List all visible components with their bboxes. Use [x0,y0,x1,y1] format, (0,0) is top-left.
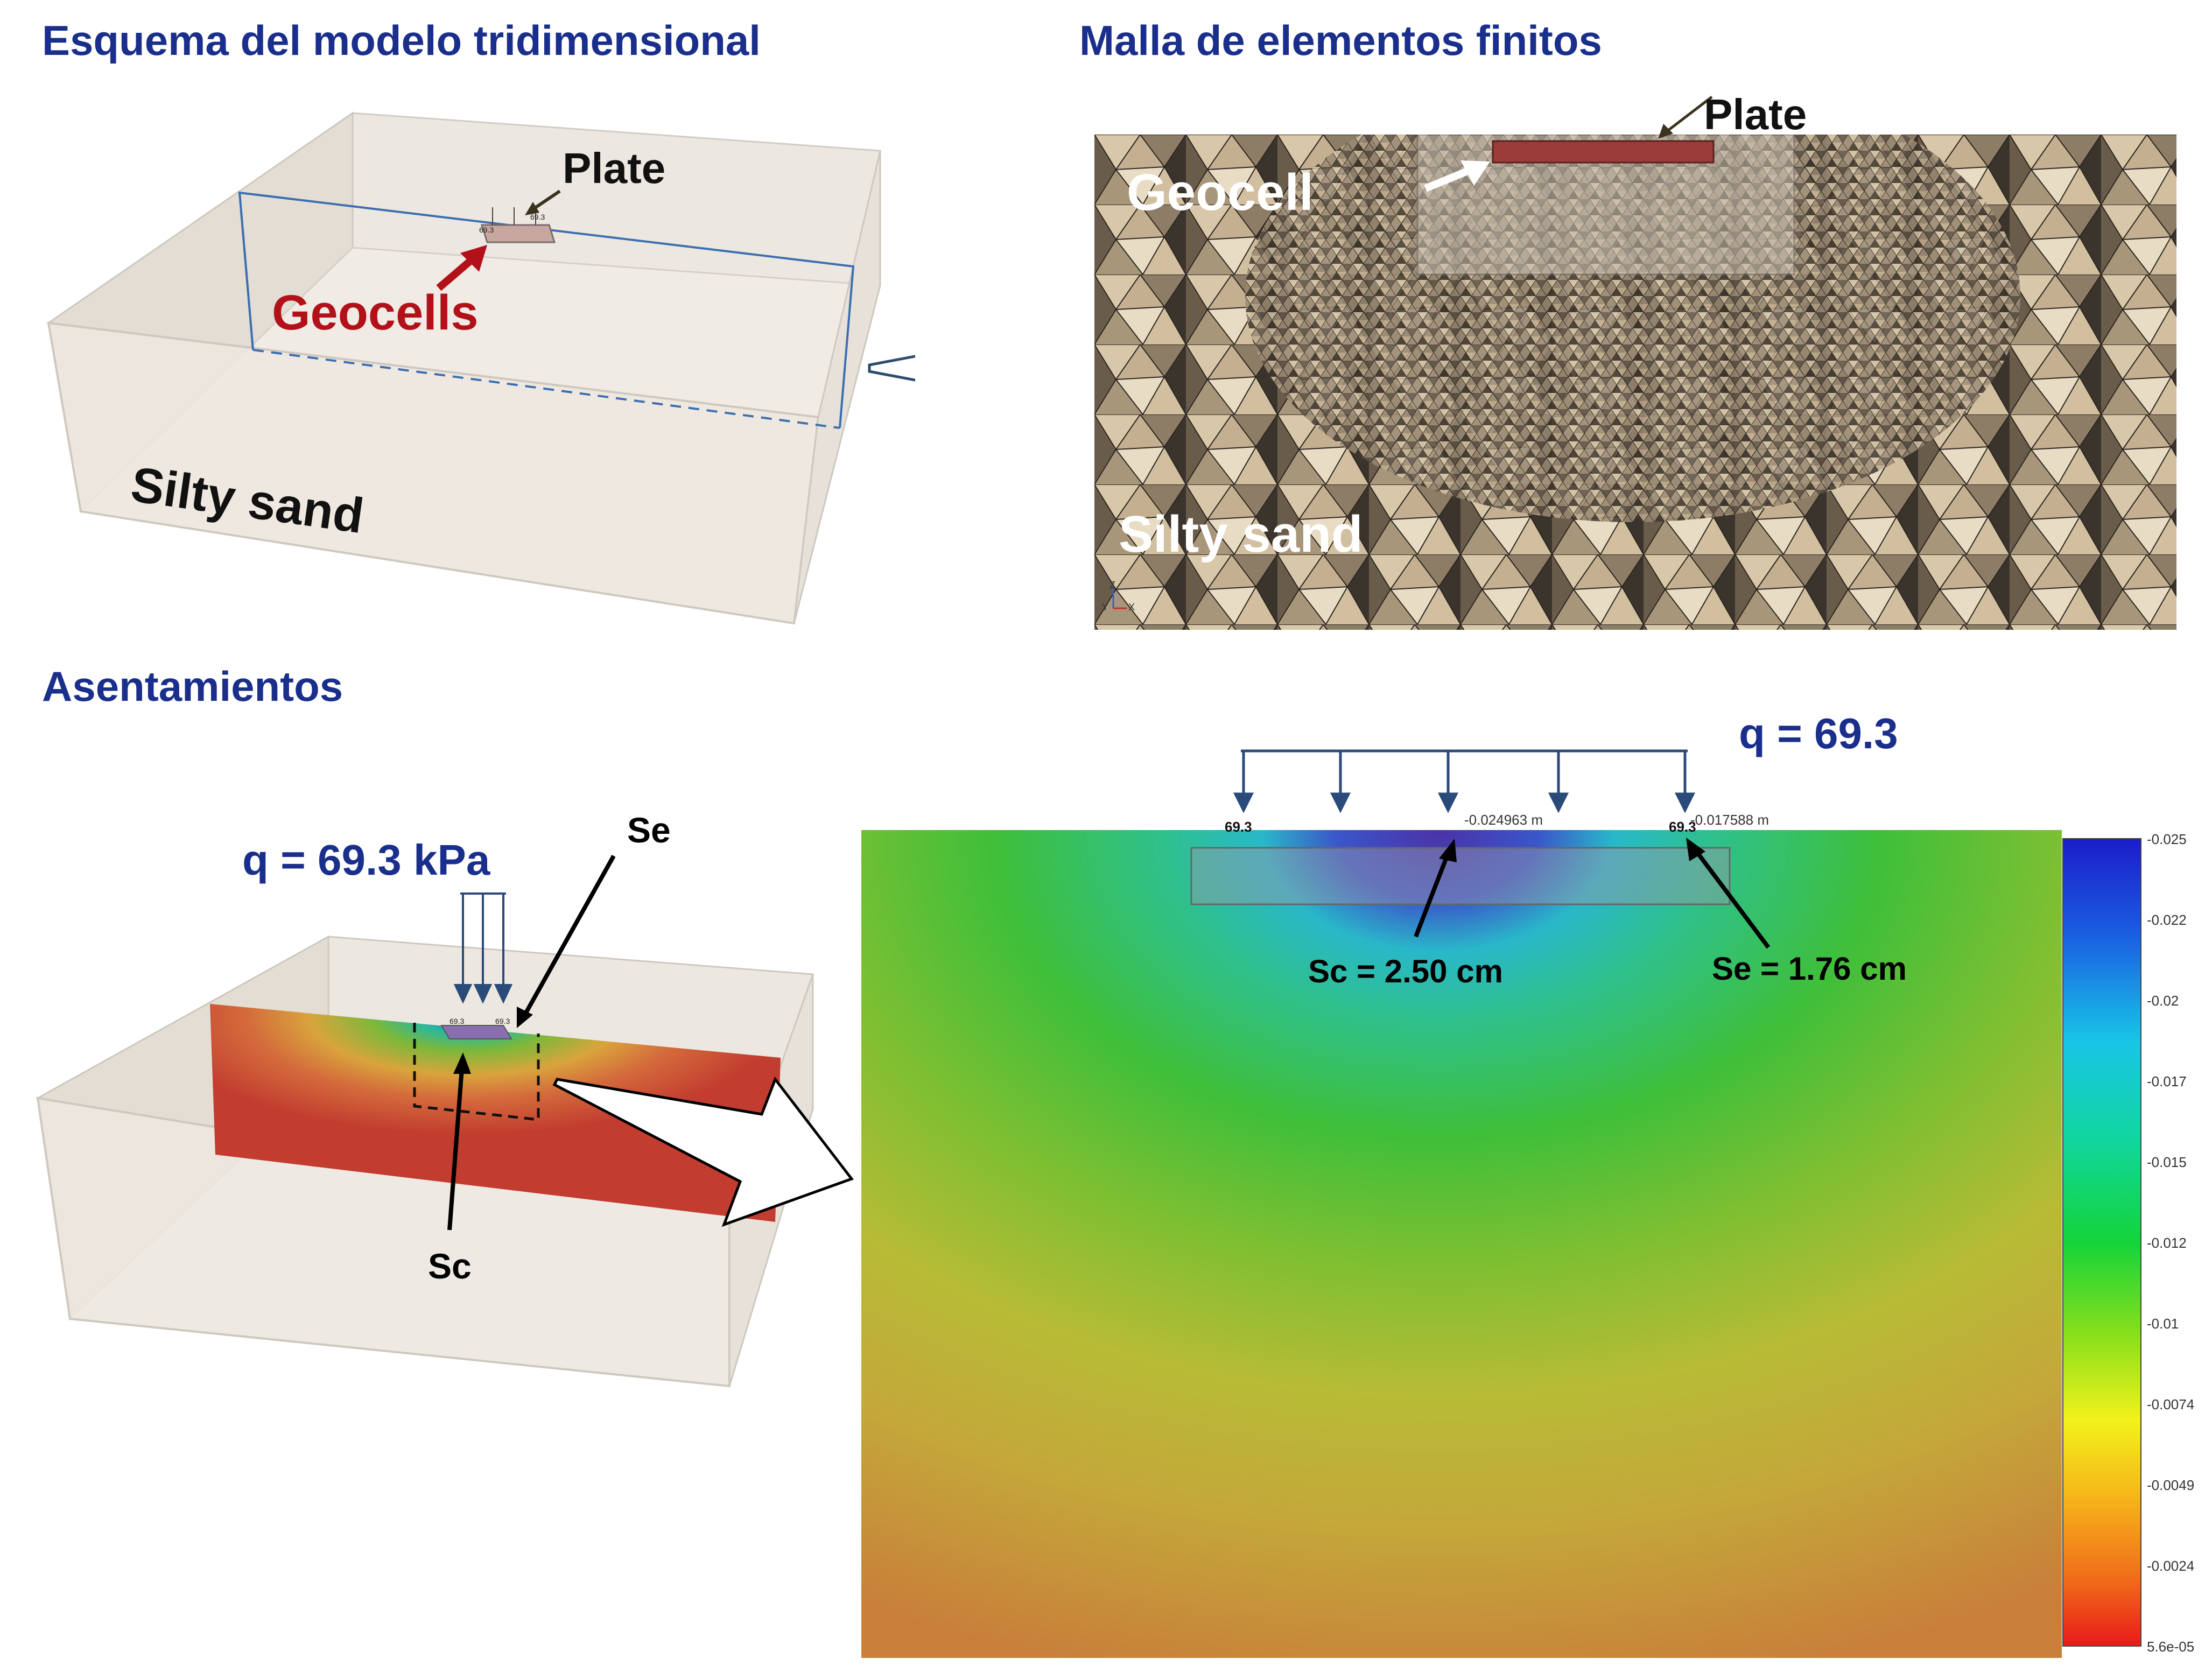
svg-text:-0.022: -0.022 [2147,912,2187,928]
geocells-label: Geocells [272,285,479,340]
svg-text:-0.017: -0.017 [2147,1073,2187,1089]
svg-text:-0.01: -0.01 [2147,1316,2179,1332]
svg-text:69.3: 69.3 [495,1017,510,1025]
schema-title: Esquema del modelo tridimensional [42,17,761,64]
legend-tick-labels: -0.025 -0.022 -0.02 -0.017 -0.015 -0.012… [2147,831,2194,1655]
geocell-arrow [1424,166,1473,192]
mesh-image: Geocell Silty sand Z Y X [1094,135,2176,630]
left-load-tag: 69.3 [1225,819,1252,835]
center-settlement-value: -0.024963 m [1464,812,1543,828]
svg-text:X: X [1128,602,1135,613]
svg-text:Y: Y [1102,602,1108,613]
svg-text:5.6e-05: 5.6e-05 [2147,1639,2194,1655]
transition-arrow-1 [868,355,915,382]
settlement-title: Asentamientos [42,663,343,710]
svg-text:-0.0074: -0.0074 [2147,1396,2194,1412]
svg-text:69.3: 69.3 [450,1017,464,1025]
svg-text:-0.0024: -0.0024 [2147,1558,2194,1574]
sc-result-label: Sc = 2.50 cm [1308,953,1503,989]
right-load-tag: 69.3 [1669,819,1696,835]
svg-text:-0.015: -0.015 [2147,1154,2187,1170]
mesh-plate-label: Plate [1704,90,1807,138]
legend-colorbar [2062,838,2141,1647]
plate-label: Plate [563,144,665,192]
svg-text:69.3: 69.3 [530,213,545,221]
svg-text:-0.02: -0.02 [2147,993,2179,1009]
contour-load-label: q = 69.3 [1739,711,1898,757]
settlement-diagram: 69.3 69.3 q = 69.3 kPa Se Sc [35,810,854,1388]
svg-text:-0.012: -0.012 [2147,1235,2187,1251]
sc-result-arrow [1414,852,1450,938]
mesh-title: Malla de elementos finitos [1079,17,1602,64]
contour-load-arrows [1233,751,1696,813]
se-arrow [523,855,616,1016]
mesh-plate [1492,140,1715,164]
mesh-soil-label: Silty sand [1119,505,1363,563]
settlement-load-label: q = 69.3 kPa [242,836,490,884]
geocell-outline [413,1023,540,1121]
mesh-plate-callout: Plate [1658,90,1807,139]
axis-triad: Z Y X [1102,580,1135,613]
contour-geocell-zone [1190,847,1731,905]
se-label: Se [627,810,671,850]
box-right-face [793,150,881,624]
contour-field [861,830,2062,1658]
sc-arrow [447,1068,464,1231]
sc-label: Sc [428,1246,472,1286]
se-result-arrow [1694,849,1771,949]
svg-text:Z: Z [1109,580,1115,591]
contour-plot: q = 69.3 69.3 69.3 -0.024963 m -0.017588… [861,711,2202,1669]
transition-arrow-2 [552,1076,854,1227]
section-plane [210,1004,781,1222]
plate-shape [480,224,556,243]
mesh-geocell-label: Geocell [1127,164,1314,221]
edge-settlement-value: -0.017588 m [1690,812,1769,828]
schema-diagram: 69.3 69.3 Plate Geocells Silty sand [46,111,915,625]
se-result-label: Se = 1.76 cm [1712,951,1907,987]
svg-text:-0.0049: -0.0049 [2147,1477,2194,1493]
tiny-load-label: 69.3 [479,226,494,234]
settlement-load-arrows [453,894,513,1004]
svg-text:-0.025: -0.025 [2147,831,2187,847]
cut-plane-dashed [252,349,840,429]
